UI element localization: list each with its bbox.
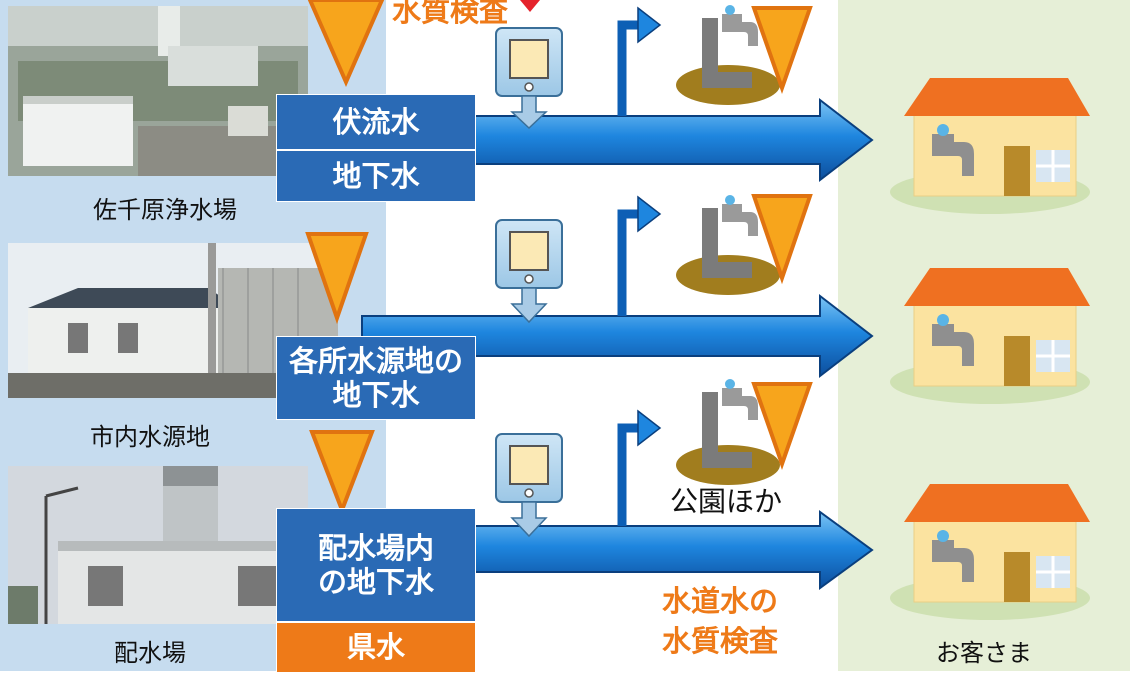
- flow-arrow-3: [473, 510, 874, 590]
- warning-triangle-icon-right-3: [751, 382, 813, 471]
- faucet-icon-park-3: [676, 379, 780, 485]
- warning-triangle-icon-left-1: [307, 0, 385, 87]
- monitor-icon-2: [495, 219, 563, 324]
- warning-triangle-icon-left-2: [305, 232, 369, 325]
- warning-triangle-icon-right-1: [751, 6, 813, 95]
- label-kakusho-chikasui: 各所水源地の 地下水: [276, 336, 476, 420]
- label-fukuryusui: 伏流水: [276, 94, 476, 150]
- branch-pipe-3: [617, 409, 662, 526]
- warning-triangle-icon-left-3: [309, 430, 375, 516]
- house-icon-1: [890, 78, 1090, 214]
- warning-triangle-icon-right-2: [751, 194, 813, 285]
- branch-pipe-2: [617, 195, 662, 316]
- flow-arrow-1: [473, 97, 874, 183]
- caption-treatment-plant: 佐千原浄水場: [93, 196, 237, 224]
- customers-label: お客さま: [936, 639, 1032, 667]
- label-kensui: 県水: [276, 622, 476, 673]
- top-note-arrow: [520, 0, 540, 12]
- monitor-icon-3: [495, 433, 563, 538]
- bottom-note-line1: 水道水の: [662, 584, 779, 618]
- photo-distribution-station: [8, 466, 308, 624]
- faucet-icon-park-2: [676, 195, 780, 295]
- label-chikasui: 地下水: [276, 150, 476, 202]
- monitor-icon-1: [495, 27, 563, 130]
- bottom-note-line2: 水質検査: [662, 624, 779, 658]
- caption-water-source: 市内水源地: [90, 423, 210, 451]
- faucet-icon-park-1: [676, 5, 780, 105]
- caption-distribution-station: 配水場: [114, 639, 186, 667]
- top-water-quality-note: 水質検査: [392, 0, 509, 28]
- house-icon-3: [890, 484, 1090, 620]
- label-haisuijo-chikasui: 配水場内 の地下水: [276, 508, 476, 622]
- photo-water-source: [8, 243, 338, 398]
- park-label: 公園ほか: [670, 485, 783, 518]
- house-icon-2: [890, 268, 1090, 404]
- photo-treatment-plant: [8, 6, 308, 176]
- branch-pipe-1: [617, 6, 662, 116]
